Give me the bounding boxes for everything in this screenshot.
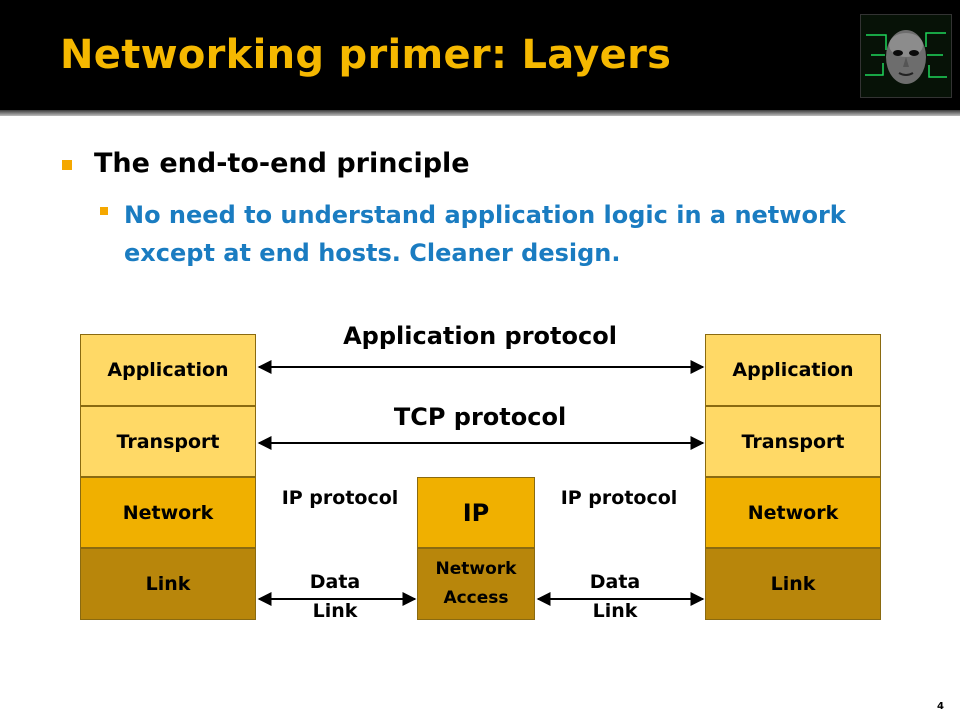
title-bar <box>0 0 960 110</box>
slide-title: Networking primer: Layers <box>60 32 672 78</box>
right-network-layer: Network <box>705 477 881 548</box>
page-number: 4 <box>937 701 944 712</box>
bullet-marker <box>62 160 72 170</box>
title-divider <box>0 110 960 116</box>
subbullet-explanation: No need to understand application logic … <box>124 201 846 267</box>
data-link-right-label: Data Link <box>589 571 641 622</box>
application-protocol-label: Application protocol <box>343 322 617 350</box>
logo-image <box>860 14 952 98</box>
data-link-left-label: Data Link <box>309 571 361 622</box>
bullet-principle: The end-to-end principle <box>94 148 470 179</box>
right-transport-layer: Transport <box>705 406 881 477</box>
router-network-access-layer: Network Access <box>417 548 535 620</box>
ip-protocol-right-label: IP protocol <box>560 487 678 509</box>
left-transport-layer: Transport <box>80 406 256 477</box>
router-ip-layer: IP <box>417 477 535 548</box>
left-network-layer: Network <box>80 477 256 548</box>
tcp-protocol-label: TCP protocol <box>393 403 567 431</box>
left-application-layer: Application <box>80 334 256 406</box>
left-link-layer: Link <box>80 548 256 620</box>
right-application-layer: Application <box>705 334 881 406</box>
subbullet-marker <box>100 207 108 215</box>
right-link-layer: Link <box>705 548 881 620</box>
ip-protocol-left-label: IP protocol <box>281 487 399 509</box>
